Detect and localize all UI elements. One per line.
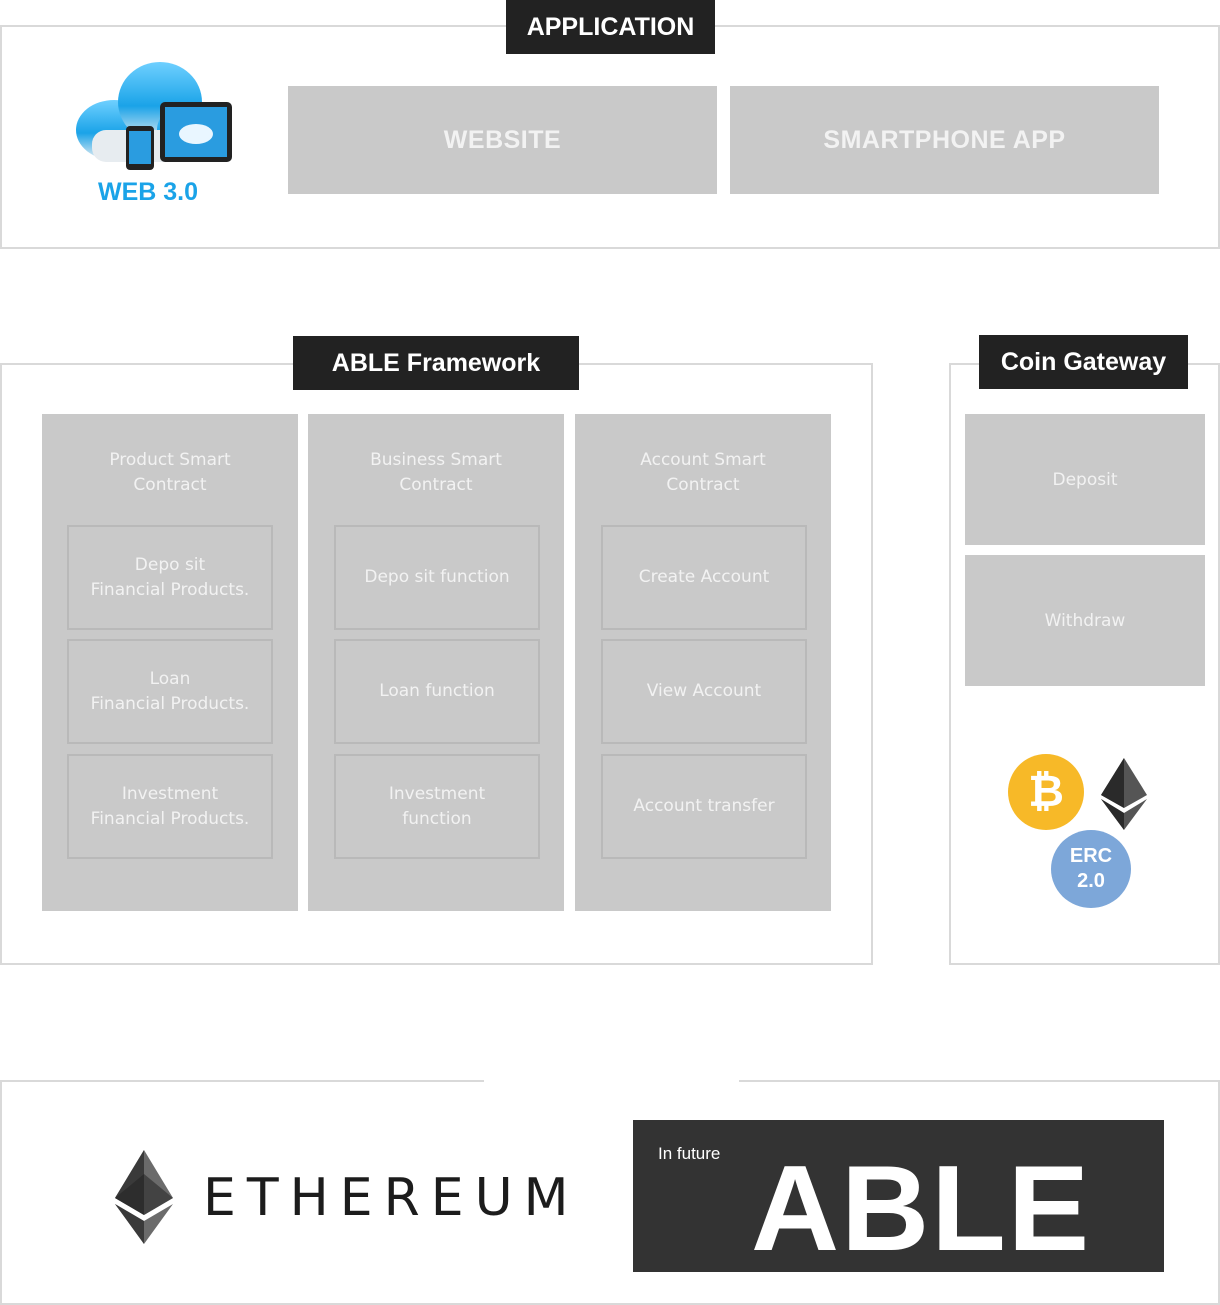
erc-line-2: 2.0 — [1077, 870, 1105, 892]
ethereum-icon — [1101, 758, 1147, 830]
gateway-tag: Coin Gateway — [979, 335, 1188, 389]
business-contract-column: Business Smart Contract Depo sit functio… — [308, 414, 564, 911]
column-title: Product Smart Contract — [109, 450, 231, 495]
ethereum-wordmark: ETHEREUM — [203, 1168, 580, 1228]
deposit-box: Deposit — [965, 414, 1205, 545]
withdraw-box: Withdraw — [965, 555, 1205, 686]
web3-cloud-icon — [76, 62, 232, 170]
website-box: WEBSITE — [288, 86, 717, 194]
platform-frame-gap — [484, 1078, 739, 1084]
contract-item: Depo sit function — [334, 525, 540, 630]
contract-item: Loan Financial Products. — [67, 639, 273, 744]
web3-label: WEB 3.0 — [98, 178, 199, 206]
in-future-label: In future — [658, 1144, 721, 1163]
framework-tag: ABLE Framework — [293, 336, 579, 390]
ethereum-logo-icon — [115, 1150, 173, 1244]
contract-item: Investment function — [334, 754, 540, 859]
contract-item: Investment Financial Products. — [67, 754, 273, 859]
bitcoin-icon: ₿ — [1008, 754, 1084, 830]
account-contract-column: Account Smart Contract Create Account Vi… — [575, 414, 831, 911]
smartphone-app-box: SMARTPHONE APP — [730, 86, 1159, 194]
column-title: Account Smart Contract — [640, 450, 766, 495]
contract-item: Loan function — [334, 639, 540, 744]
column-title: Business Smart Contract — [370, 450, 502, 495]
able-logo: ABLE — [751, 1140, 1092, 1276]
contract-item: Account transfer — [601, 754, 807, 859]
erc20-icon: ERC 2.0 — [1051, 830, 1131, 908]
contract-item: Depo sit Financial Products. — [67, 525, 273, 630]
application-tag: APPLICATION — [506, 0, 715, 54]
contract-item: Create Account — [601, 525, 807, 630]
product-contract-column: Product Smart Contract Depo sit Financia… — [42, 414, 298, 911]
contract-item: View Account — [601, 639, 807, 744]
erc-line-1: ERC — [1069, 845, 1113, 867]
able-future-box: In future ABLE — [633, 1120, 1164, 1272]
